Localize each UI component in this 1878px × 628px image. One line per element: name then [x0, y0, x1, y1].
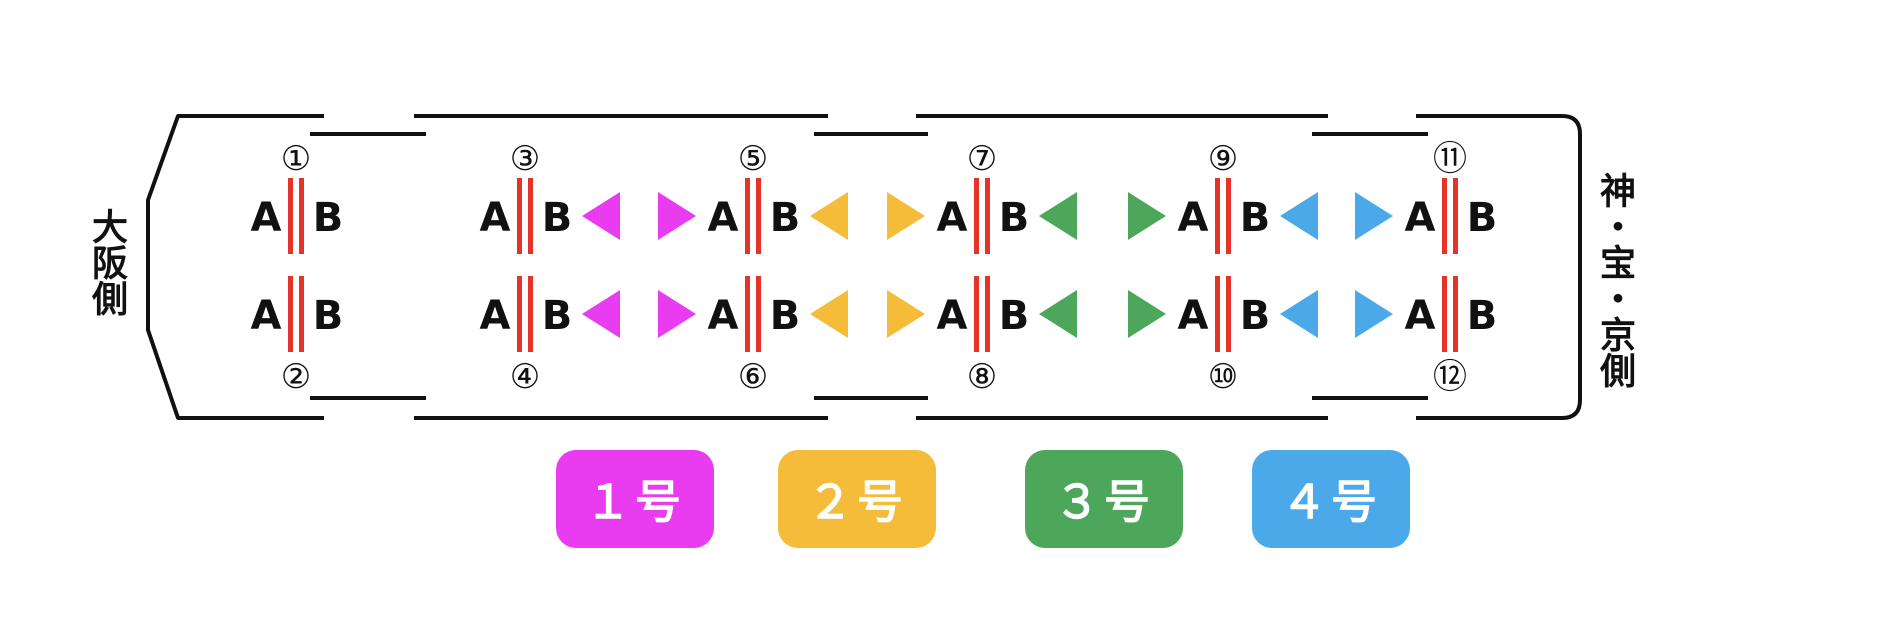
car-nose-left: [146, 114, 324, 420]
side-a-label: A: [937, 293, 968, 339]
arrow-left: [810, 290, 848, 338]
door-line: [528, 178, 533, 254]
door-line: [974, 276, 979, 352]
door-line: [1442, 276, 1447, 352]
door-line: [1215, 276, 1220, 352]
legend-badge-line1: １号: [556, 450, 714, 548]
car-top-edge-6: [1416, 114, 1582, 420]
arrow-right: [1128, 192, 1166, 240]
door-number-bottom: ⑧: [967, 357, 997, 397]
door-number-bottom: ②: [281, 357, 311, 397]
arrow-left: [582, 192, 620, 240]
arrow-right: [887, 192, 925, 240]
side-a-label: A: [708, 195, 739, 241]
door-number-bottom: ④: [510, 357, 540, 397]
arrow-right: [1355, 290, 1393, 338]
door-line: [756, 178, 761, 254]
door-line: [1215, 178, 1220, 254]
legend-badge-line4: ４号: [1252, 450, 1410, 548]
side-b-label: B: [313, 195, 344, 241]
door-line: [1442, 178, 1447, 254]
side-b-label: B: [1467, 293, 1498, 339]
side-b-label: B: [542, 195, 573, 241]
osaka-side-label: 大阪側: [86, 208, 127, 316]
arrow-left: [810, 192, 848, 240]
door-line: [985, 178, 990, 254]
side-b-label: B: [770, 293, 801, 339]
door-line: [288, 276, 293, 352]
side-b-label: B: [313, 293, 344, 339]
side-b-label: B: [999, 293, 1030, 339]
boarding-arrows: [582, 192, 1393, 338]
side-a-label: A: [937, 195, 968, 241]
door-line: [974, 178, 979, 254]
legend-badge-line2: ２号: [778, 450, 936, 548]
side-a-label: A: [1178, 293, 1209, 339]
door-number-bottom: ⑫: [1433, 357, 1467, 397]
side-b-label: B: [1240, 195, 1271, 241]
arrow-left: [582, 290, 620, 338]
legend-badge-line3: ３号: [1025, 450, 1183, 548]
side-a-label: A: [480, 293, 511, 339]
door-number-top: ⑨: [1208, 139, 1238, 179]
door-number-top: ⑤: [738, 139, 768, 179]
side-b-label: B: [1240, 293, 1271, 339]
arrow-left: [1039, 192, 1077, 240]
side-b-label: B: [770, 195, 801, 241]
arrow-right: [887, 290, 925, 338]
side-b-label: B: [1467, 195, 1498, 241]
arrow-right: [1355, 192, 1393, 240]
arrow-left: [1280, 192, 1318, 240]
door-line: [1226, 276, 1231, 352]
side-a-label: A: [1405, 293, 1436, 339]
door-number-top: ⑪: [1433, 139, 1467, 179]
side-a-label: A: [251, 195, 282, 241]
door-line: [299, 276, 304, 352]
side-b-label: B: [542, 293, 573, 339]
door-number-bottom: ⑩: [1208, 357, 1238, 397]
door-line: [1453, 276, 1458, 352]
door-line: [985, 276, 990, 352]
door-line: [756, 276, 761, 352]
door-line: [288, 178, 293, 254]
side-b-label: B: [999, 195, 1030, 241]
door-line: [745, 276, 750, 352]
arrow-right: [658, 290, 696, 338]
arrow-left: [1280, 290, 1318, 338]
door-number-top: ③: [510, 139, 540, 179]
arrow-right: [658, 192, 696, 240]
side-a-label: A: [708, 293, 739, 339]
side-a-label: A: [1178, 195, 1209, 241]
door-number-top: ⑦: [967, 139, 997, 179]
arrow-left: [1039, 290, 1077, 338]
kobe-takarazuka-kyoto-side-label: 神・宝・京側: [1594, 172, 1635, 388]
door-line: [517, 178, 522, 254]
door-number-top: ①: [281, 139, 311, 179]
door-line: [299, 178, 304, 254]
door-number-bottom: ⑥: [738, 357, 768, 397]
door-line: [1226, 178, 1231, 254]
side-a-label: A: [480, 195, 511, 241]
door-line: [1453, 178, 1458, 254]
door-line: [517, 276, 522, 352]
door-line: [745, 178, 750, 254]
door-line: [528, 276, 533, 352]
arrow-right: [1128, 290, 1166, 338]
side-a-label: A: [251, 293, 282, 339]
side-a-label: A: [1405, 195, 1436, 241]
train-car-outline: [146, 114, 1582, 420]
